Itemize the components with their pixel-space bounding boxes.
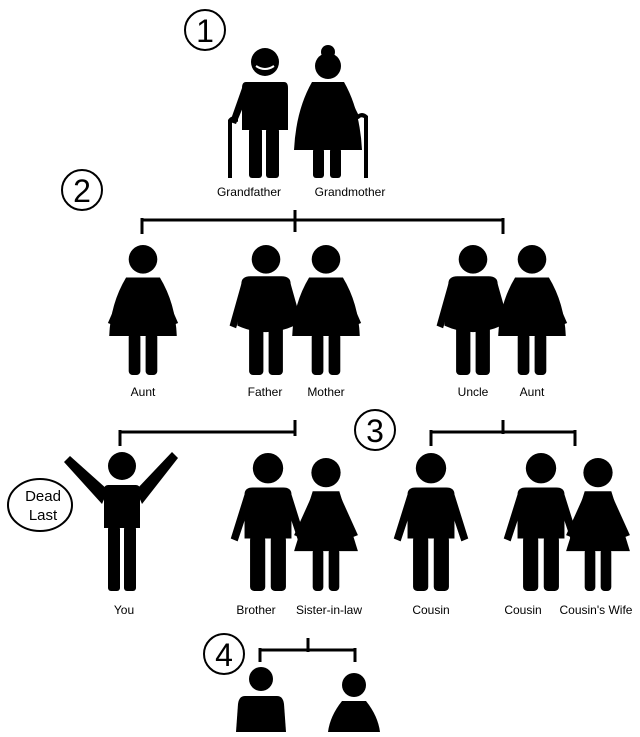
father-figure: [229, 245, 303, 375]
svg-text:3: 3: [366, 413, 384, 449]
label-cousins-wife: Cousin's Wife: [560, 603, 633, 617]
cousins-wife-figure: [566, 458, 630, 591]
uncle-figure: [436, 245, 510, 375]
brother-figure: [230, 453, 306, 591]
connector-brother-children: [258, 638, 357, 662]
svg-text:Last: Last: [29, 507, 58, 524]
connector-uncle-cousins: [429, 420, 577, 446]
niece-nephew-figures: [236, 667, 380, 732]
cousin-married-figure: [503, 453, 579, 591]
label-brother: Brother: [236, 603, 275, 617]
cousin-single-figure: [393, 453, 469, 591]
generation-marker-2: 2: [61, 169, 103, 211]
connector-parents-children: [118, 420, 297, 446]
connector-gen1-gen2: [140, 210, 505, 234]
label-mother: Mother: [307, 385, 344, 399]
label-aunt-left: Aunt: [131, 385, 156, 399]
label-uncle: Uncle: [458, 385, 489, 399]
svg-text:1: 1: [196, 13, 214, 49]
label-aunt-right: Aunt: [520, 385, 545, 399]
label-sister-in-law: Sister-in-law: [296, 603, 362, 617]
generation-marker-4: 4: [203, 633, 245, 675]
sister-in-law-figure: [294, 458, 358, 591]
grandfather-figure: [228, 48, 288, 178]
label-grandfather: Grandfather: [217, 185, 281, 199]
aunt-right-figure: [496, 245, 568, 375]
dead-last-bubble: Dead Last: [7, 478, 73, 532]
label-grandmother: Grandmother: [315, 185, 386, 199]
you-figure: [64, 452, 178, 591]
generation-marker-3: 3: [354, 409, 396, 451]
svg-text:2: 2: [73, 173, 91, 209]
label-father: Father: [248, 385, 283, 399]
mother-figure: [290, 245, 362, 375]
svg-text:4: 4: [215, 637, 233, 673]
label-cousin-single: Cousin: [412, 603, 449, 617]
label-cousin-married: Cousin: [504, 603, 541, 617]
generation-marker-1: 1: [184, 9, 226, 51]
label-you: You: [114, 603, 134, 617]
svg-text:Dead: Dead: [25, 488, 61, 505]
grandmother-figure: [294, 45, 368, 178]
aunt-left-figure: [107, 245, 179, 375]
